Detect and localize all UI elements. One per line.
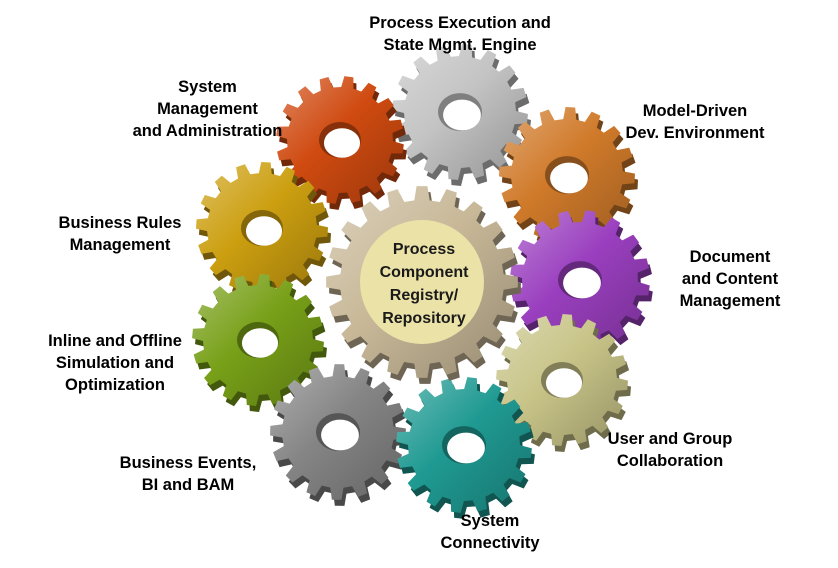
gear-user-group-hole (545, 368, 583, 398)
gear-system-management (276, 76, 407, 210)
label-document-content: Document and Content Management (679, 248, 781, 310)
gear-model-driven-hole (550, 162, 588, 194)
gear-business-rules (196, 162, 331, 300)
gear-center (326, 186, 521, 384)
label-business-events: Business Events, BI and BAM (119, 454, 257, 494)
label-system-management: System Management and Administration (132, 78, 283, 140)
label-process-execution: Process Execution and State Mgmt. Engine (369, 14, 551, 54)
gear-system-management-hole (323, 128, 361, 158)
gear-business-events-hole (321, 419, 359, 451)
gear-business-rules-hole (245, 216, 283, 246)
gear-process-execution-hole (443, 99, 481, 131)
label-simulation: Inline and Offline Simulation and Optimi… (48, 332, 182, 394)
gear-business-events (270, 364, 409, 506)
gear-system-connectivity (396, 377, 535, 519)
label-user-group: User and Group Collaboration (607, 430, 733, 470)
gear-simulation-hole (241, 328, 279, 358)
gear-layer (192, 44, 653, 519)
label-business-rules: Business Rules Management (58, 214, 182, 254)
gear-user-group (496, 314, 631, 452)
gear-document-content (510, 210, 653, 356)
gear-document-content-hole (563, 267, 601, 299)
gear-system-connectivity-hole (447, 432, 485, 464)
center-label: Process Component Registry/ Repository (379, 241, 469, 327)
gear-process-execution (392, 44, 531, 186)
gear-simulation (192, 274, 327, 412)
label-model-driven: Model-Driven Dev. Environment (625, 102, 765, 142)
gear-center-hub (360, 220, 484, 344)
gear-model-driven (499, 107, 638, 249)
label-system-connectivity: System Connectivity (440, 512, 540, 552)
